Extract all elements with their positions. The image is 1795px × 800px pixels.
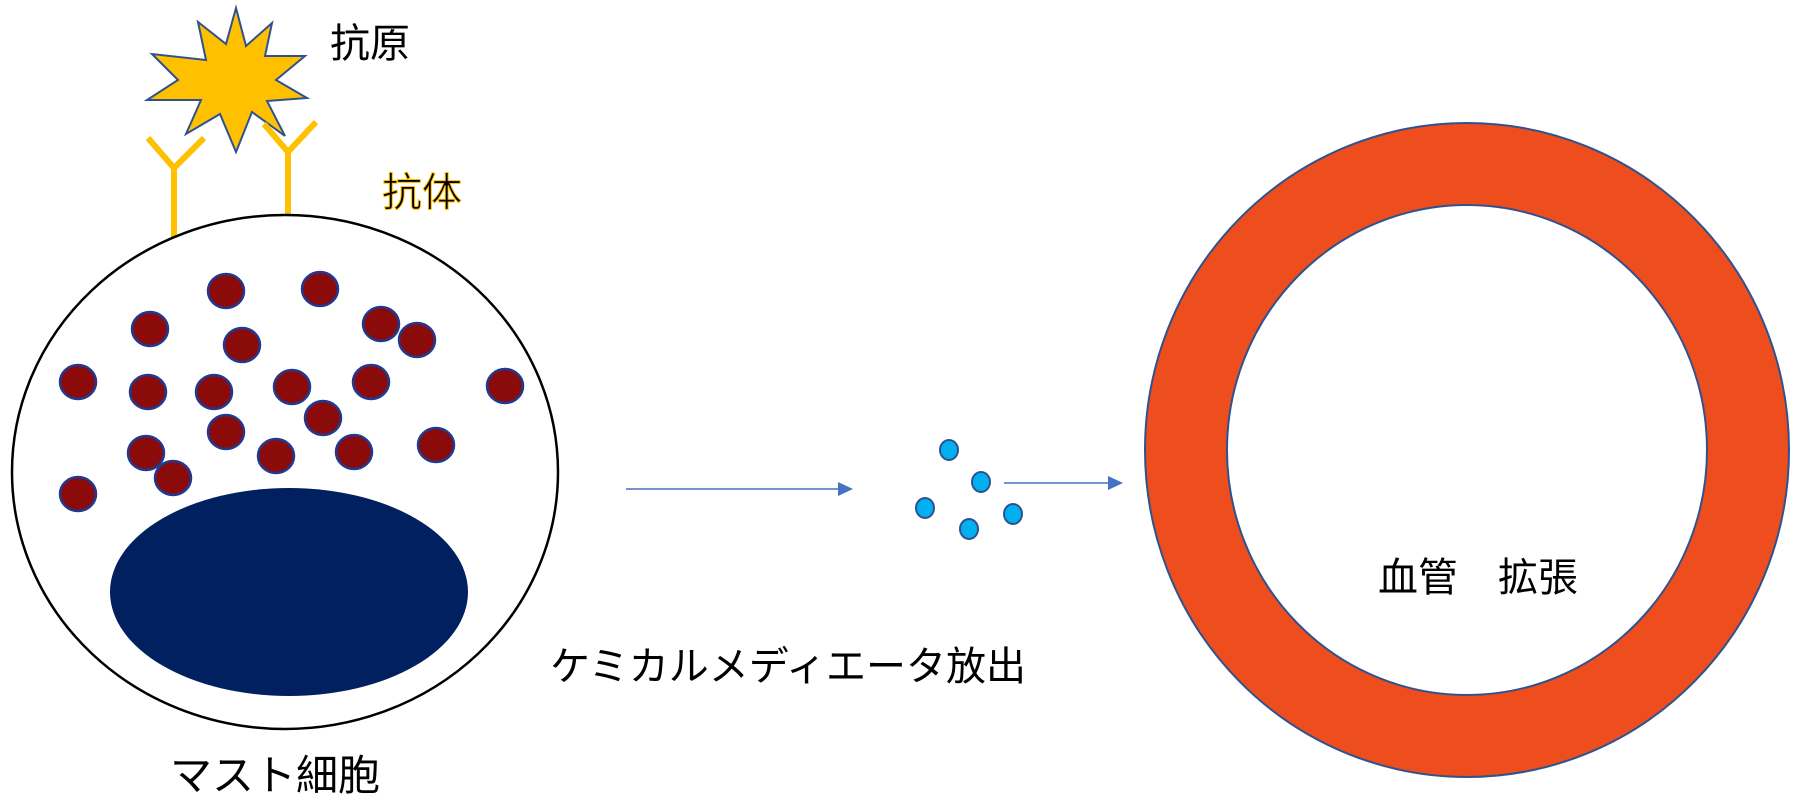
granule (153, 459, 193, 497)
granule (256, 437, 296, 475)
granule (300, 270, 340, 308)
granule (397, 321, 437, 359)
granule (206, 413, 246, 451)
granule (334, 433, 374, 471)
arrow-to-mediators (626, 482, 853, 496)
mediator-release-label: ケミカルメディエータ放出 (550, 644, 1026, 690)
mediator-particle (939, 439, 959, 461)
antibody-left (145, 135, 207, 238)
antibody-label: 抗体 (382, 170, 462, 216)
granule (58, 475, 98, 513)
mediator-particle (971, 471, 991, 493)
mast-cell-label: マスト細胞 (170, 751, 380, 800)
granule (361, 305, 401, 343)
nucleus (110, 488, 468, 696)
granule (58, 363, 98, 401)
mediator-particle (1003, 503, 1023, 525)
granules (58, 270, 525, 513)
granule (351, 363, 391, 401)
granule (222, 326, 262, 364)
arrow-to-vessel (1004, 476, 1123, 490)
granule (126, 434, 166, 472)
granule (194, 373, 234, 411)
antibody-right (261, 119, 319, 220)
mediator-particle (959, 518, 979, 540)
granule (416, 426, 456, 464)
granule (206, 272, 246, 310)
granule (128, 373, 168, 411)
mediator-particle (915, 497, 935, 519)
granule (272, 368, 312, 406)
antigen-star-icon (143, 4, 311, 155)
antigen-label: 抗原 (330, 21, 410, 67)
granule (485, 367, 525, 405)
granule (303, 399, 343, 437)
vasodilation-label: 血管 拡張 (1378, 555, 1578, 601)
granule (130, 310, 170, 348)
vessel-lumen (1226, 204, 1708, 696)
mediator-particles (915, 439, 1023, 540)
